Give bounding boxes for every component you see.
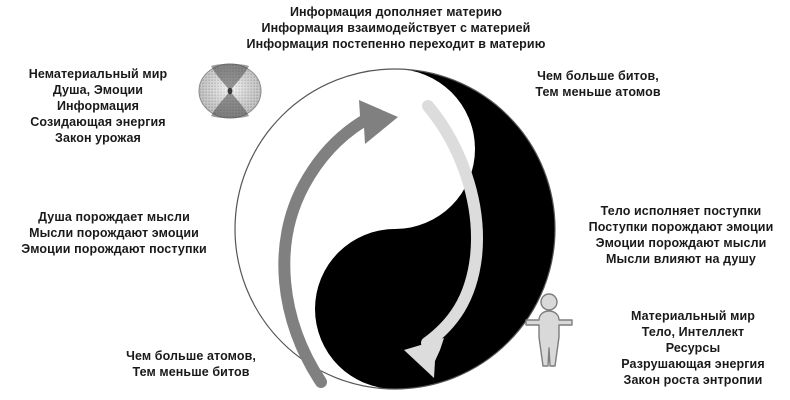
left-top-caption: Нематериальный мир Душа, Эмоции Информац… bbox=[28, 67, 168, 145]
curved-arrow-up-icon bbox=[278, 100, 398, 388]
dividing-cell-icon bbox=[198, 63, 262, 119]
yin-yang-symbol bbox=[234, 68, 556, 390]
circle-outline bbox=[234, 68, 556, 390]
right-top-caption: Чем больше битов, Тем меньше атомов bbox=[535, 69, 661, 99]
right-bottom-caption: Материальный мир Тело, Интеллект Ресурсы… bbox=[621, 309, 765, 387]
human-figure-icon bbox=[525, 293, 573, 367]
yin-black-half bbox=[315, 69, 555, 389]
curved-arrow-down-icon bbox=[404, 100, 483, 378]
left-bottom-caption: Чем больше атомов, Тем меньше битов bbox=[126, 349, 256, 379]
right-middle-caption: Тело исполняет поступки Поступки порожда… bbox=[588, 204, 774, 266]
top-caption: Информация дополняет материю Информация … bbox=[246, 5, 546, 51]
left-middle-caption: Душа порождает мысли Мысли порождают эмо… bbox=[21, 210, 207, 256]
